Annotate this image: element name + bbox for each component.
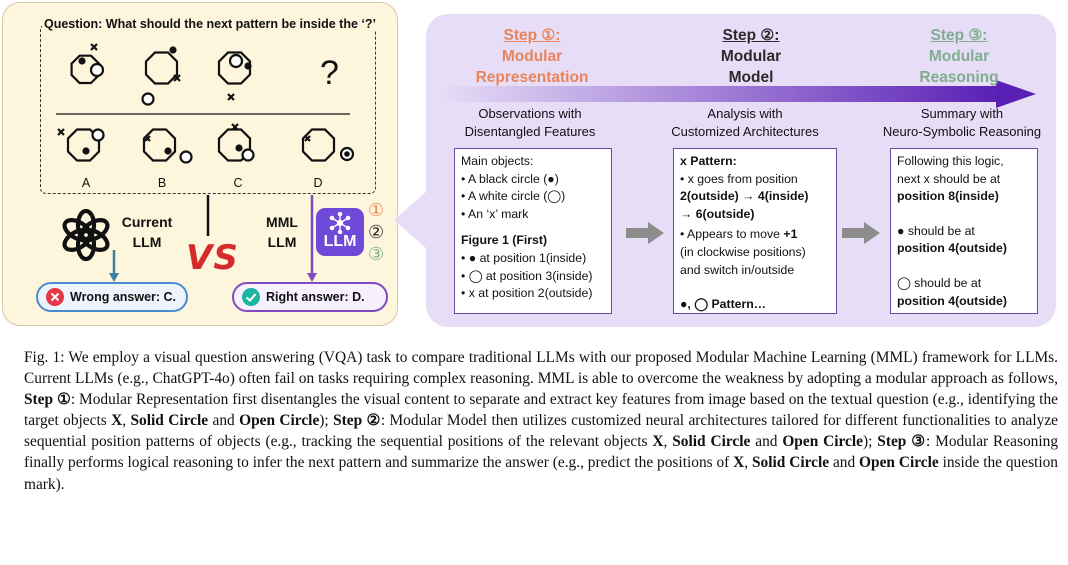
figure-caption: Fig. 1: We employ a visual question answ…: [24, 349, 1059, 493]
error-icon: [46, 288, 64, 306]
option-label-b: B: [157, 176, 167, 190]
sequence-figure-2: [141, 46, 181, 106]
option-figure-b: [142, 128, 193, 164]
right-answer-pill: Right answer: D.: [232, 282, 388, 312]
analysis-box: x Pattern: • x goes from position 2(outs…: [673, 148, 837, 314]
wrong-answer-text: Wrong answer: C.: [70, 290, 177, 304]
wrong-answer-pill: Wrong answer: C.: [36, 282, 188, 312]
step-2-title: Step ②: Modular Model: [720, 27, 782, 86]
question-mark: ?: [320, 54, 339, 92]
mml-llm-badge: LLM: [316, 208, 364, 256]
step-3-title: Step ③: Modular Reasoning: [919, 27, 999, 86]
option-figure-d: [301, 128, 355, 162]
observation-box: Main objects: • A black circle (●) • A w…: [454, 148, 612, 314]
step-marker-3: ③: [368, 244, 385, 265]
check-icon: [242, 288, 260, 306]
option-figure-c: [217, 123, 255, 162]
sequence-figure-1: [70, 43, 105, 85]
question-text: Question: What should the next pattern b…: [42, 17, 378, 31]
puzzle-figures: ?: [56, 43, 355, 164]
versus-label: VS: [186, 238, 239, 278]
step-marker-1: ①: [368, 200, 385, 221]
right-answer-text: Right answer: D.: [266, 290, 365, 304]
sequence-figure-3: [217, 51, 252, 101]
option-figure-a: [57, 128, 105, 162]
chatgpt-logo-icon: [62, 208, 110, 262]
network-icon: [329, 212, 351, 234]
progress-arrow: [440, 80, 1036, 108]
option-label-c: C: [233, 176, 243, 190]
panel-connector: [394, 190, 428, 250]
llm-badge-text: LLM: [323, 233, 357, 250]
option-label-d: D: [313, 176, 323, 190]
summary-box: Following this logic, next x should be a…: [890, 148, 1038, 314]
step-markers: ① ② ③: [368, 200, 384, 266]
option-label-a: A: [81, 176, 91, 190]
arrow-right-icon: [842, 222, 880, 244]
step-1-title: Step ①: Modular Representation: [475, 27, 589, 86]
vqa-comparison-panel: [2, 2, 398, 326]
step-marker-2: ②: [368, 222, 385, 243]
connector-lines: [109, 195, 317, 282]
arrow-right-icon: [626, 222, 664, 244]
